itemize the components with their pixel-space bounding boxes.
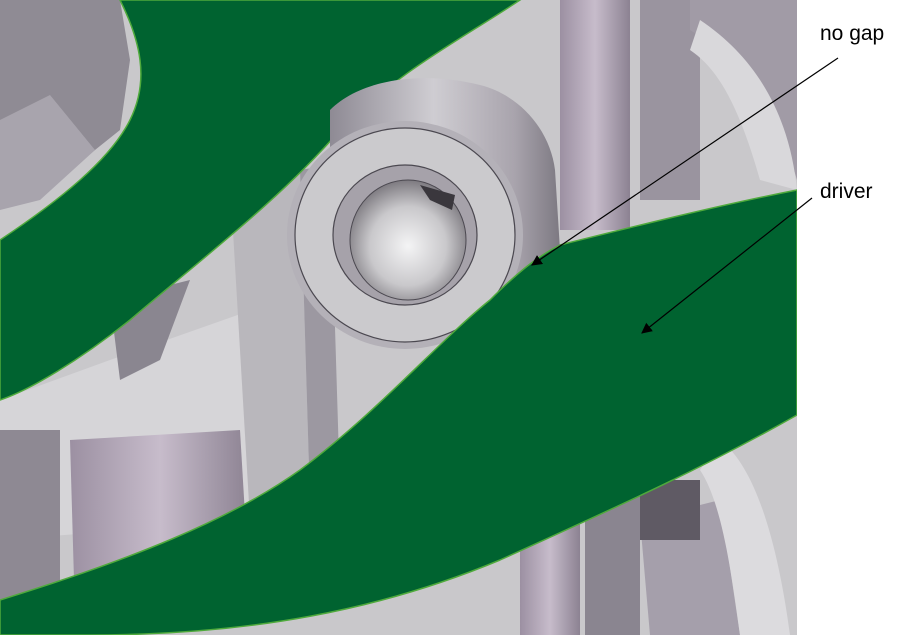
- no-gap-arrow: [531, 57, 839, 266]
- driver-arrow: [641, 197, 813, 334]
- no-gap-label: no gap: [820, 22, 885, 45]
- pin-bushing: [287, 78, 560, 349]
- driver-label: driver: [820, 180, 873, 203]
- driver-link: [0, 189, 798, 635]
